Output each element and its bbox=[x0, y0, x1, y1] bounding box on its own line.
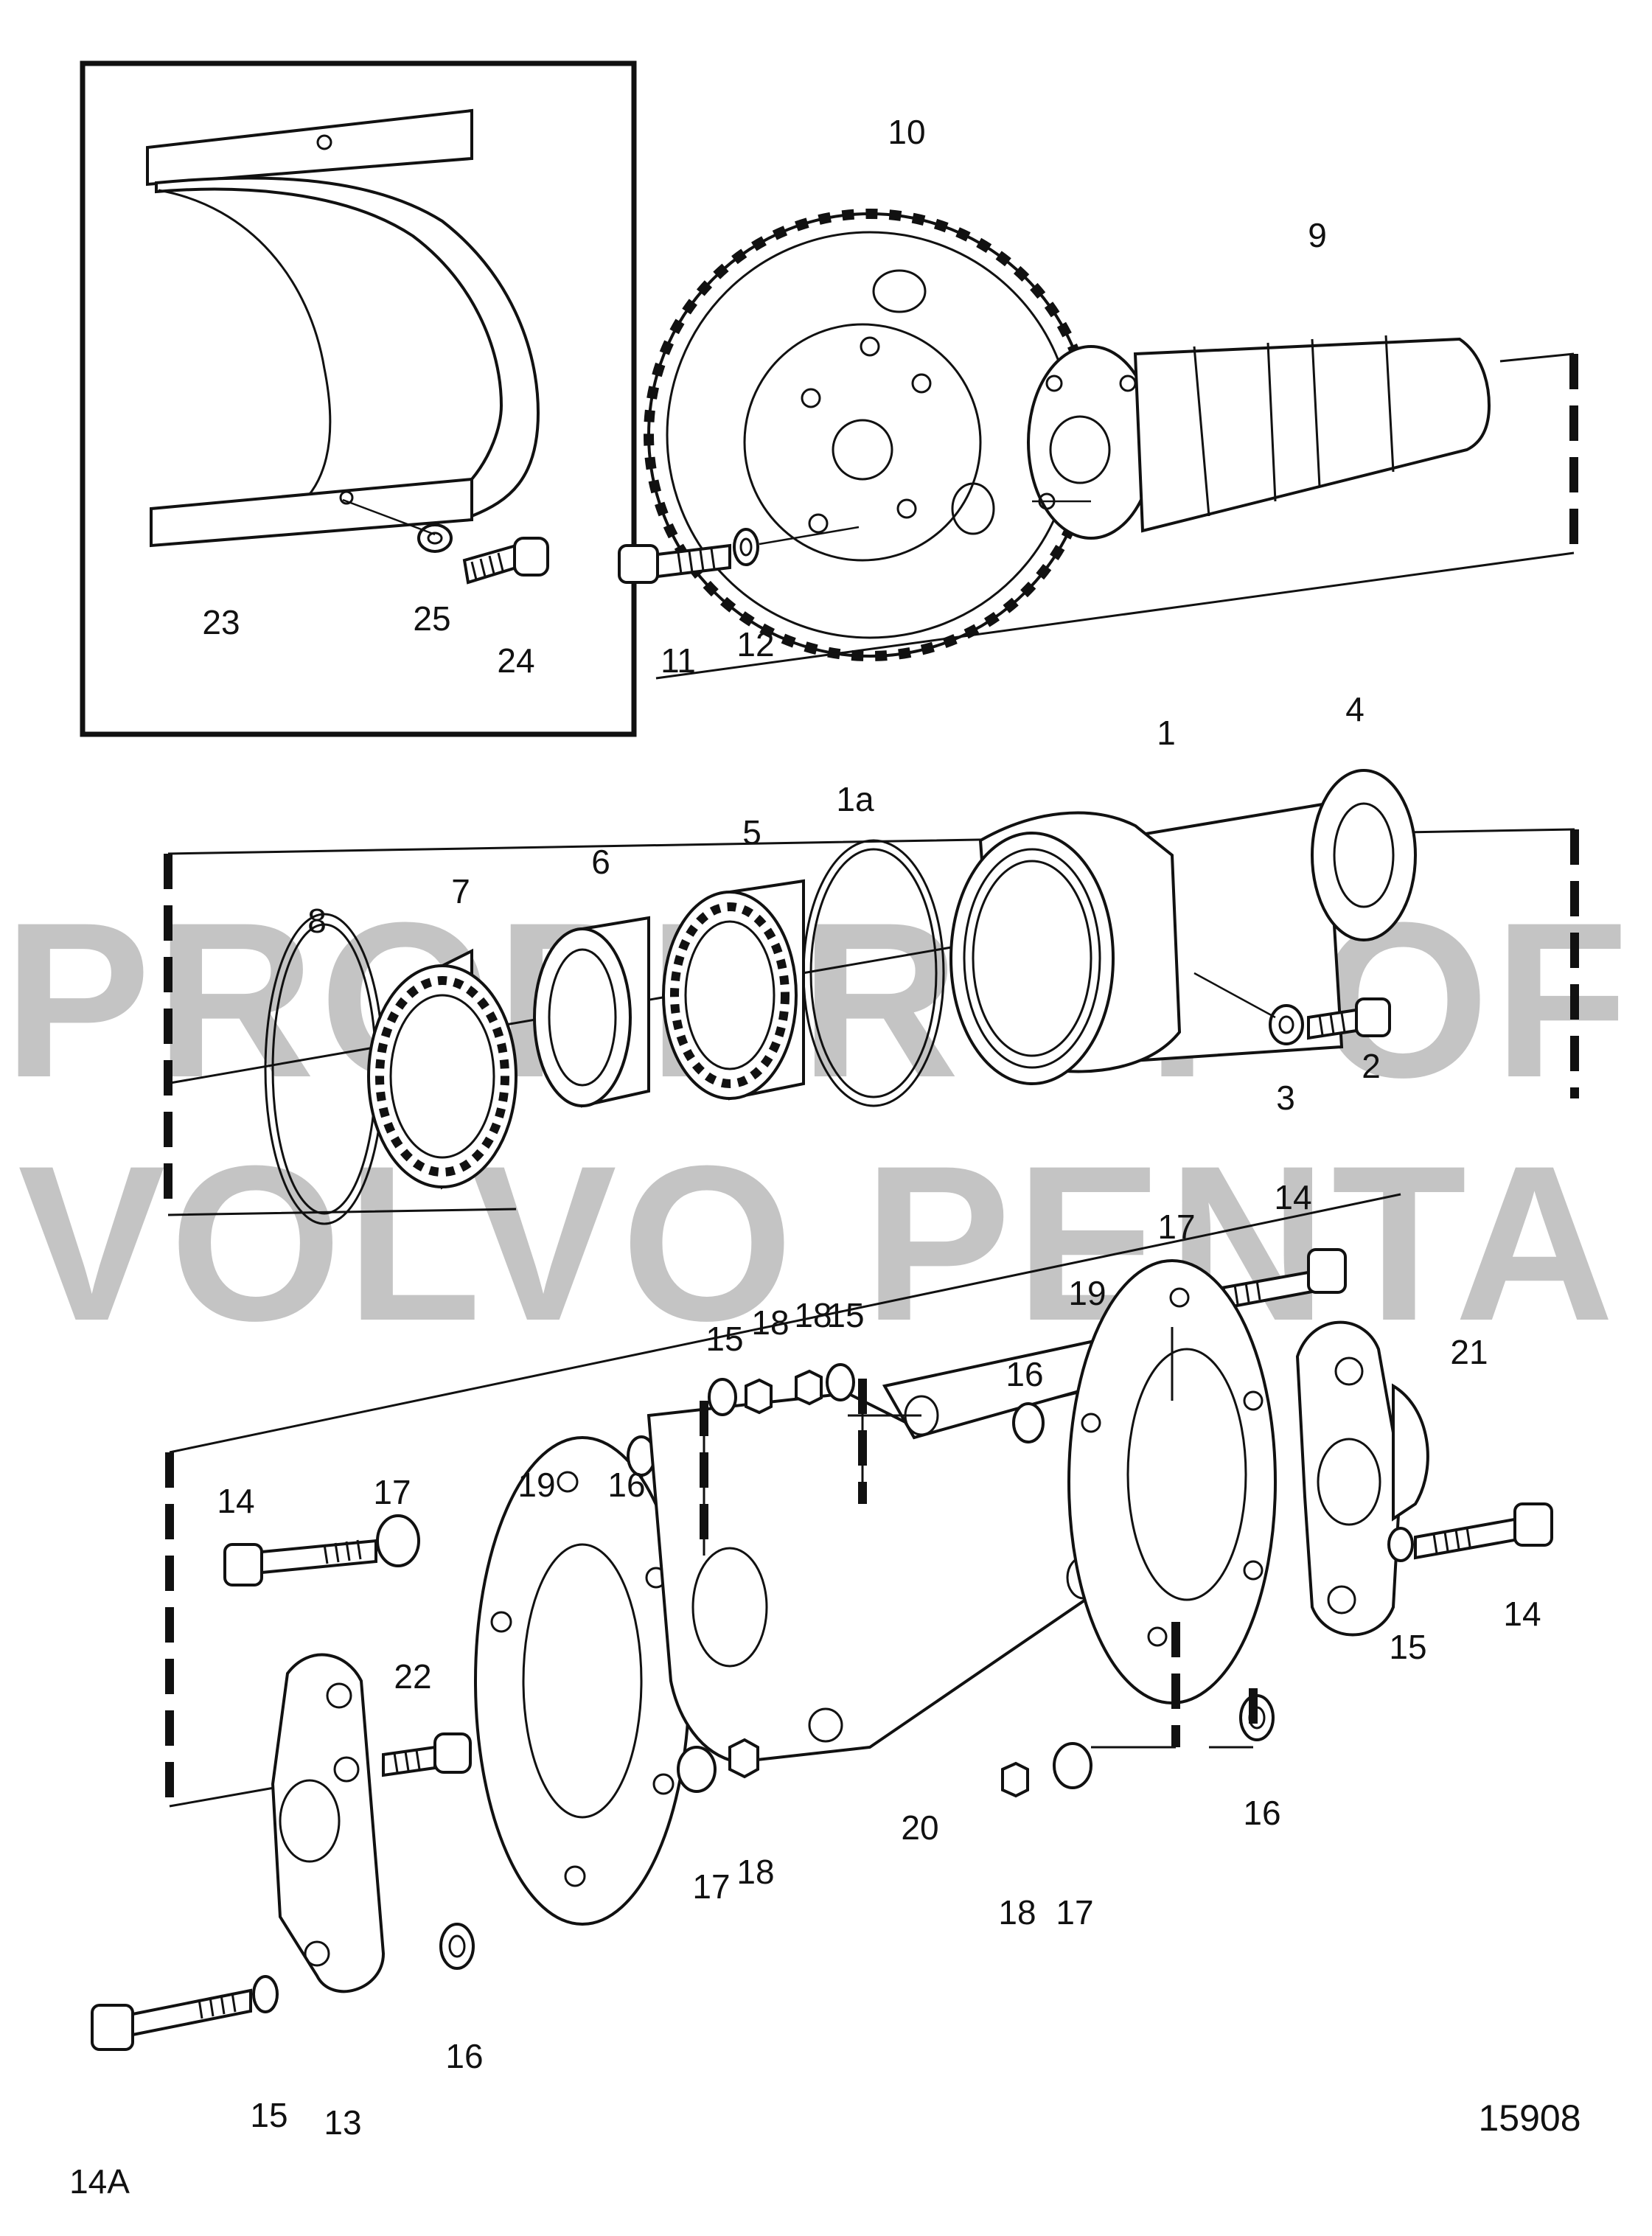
callout-15-right: 15 bbox=[1389, 1628, 1426, 1666]
o-ring-part-1a bbox=[802, 839, 945, 1107]
callout-25: 25 bbox=[413, 599, 450, 638]
callout-1: 1 bbox=[1157, 714, 1176, 752]
callout-2: 2 bbox=[1362, 1047, 1381, 1085]
sleeve-part-6 bbox=[533, 916, 650, 1108]
callout-17-top: 17 bbox=[1157, 1208, 1195, 1246]
watermark: PROPERTY OF VOLVO PENTA bbox=[4, 876, 1629, 1367]
callout-18-a: 18 bbox=[751, 1303, 789, 1342]
gear-part-10 bbox=[644, 209, 1096, 661]
callout-18-mid: 18 bbox=[736, 1853, 774, 1891]
callout-17-mid: 17 bbox=[692, 1867, 730, 1906]
callout-16-left: 16 bbox=[445, 2037, 483, 2075]
cover-plate-part-23 bbox=[146, 108, 540, 548]
bolt-part-14-right bbox=[1414, 1502, 1553, 1560]
mount-part-21 bbox=[1295, 1320, 1429, 1637]
seal-part-4 bbox=[1311, 769, 1417, 941]
washers-nuts-top-group bbox=[708, 1363, 855, 1416]
bolt-part-14-left bbox=[223, 1539, 377, 1587]
spacer-part-17-left bbox=[376, 1514, 420, 1567]
washer-part-15-right bbox=[1387, 1527, 1414, 1562]
callout-1a: 1a bbox=[836, 780, 874, 818]
callout-4: 4 bbox=[1345, 690, 1365, 728]
inset-box bbox=[80, 60, 637, 737]
callout-15-left: 15 bbox=[250, 2096, 287, 2134]
callout-16-right: 16 bbox=[1243, 1794, 1280, 1832]
figure-number: 15908 bbox=[1478, 2097, 1580, 2139]
mount-part-13 bbox=[271, 1653, 386, 1993]
callout-22: 22 bbox=[394, 1657, 431, 1696]
bolt-part-24 bbox=[462, 537, 549, 585]
callout-17-left: 17 bbox=[373, 1473, 411, 1511]
callout-7: 7 bbox=[451, 872, 470, 910]
callout-8: 8 bbox=[307, 902, 327, 940]
washer-part-15-left bbox=[252, 1975, 279, 2013]
callout-5: 5 bbox=[742, 813, 761, 851]
housing-part-1 bbox=[949, 801, 1344, 1085]
washer-part-16-right-top bbox=[1012, 1402, 1045, 1443]
camshaft-part-9 bbox=[1027, 335, 1491, 540]
spacer-part-17-right bbox=[1053, 1742, 1092, 1789]
callout-3: 3 bbox=[1276, 1079, 1295, 1117]
callout-16-mid: 16 bbox=[607, 1466, 645, 1504]
nut-part-18-right bbox=[1001, 1761, 1029, 1798]
callout-17-right: 17 bbox=[1056, 1893, 1093, 1932]
spacer-part-17-mid bbox=[677, 1746, 717, 1793]
washer-part-25 bbox=[417, 523, 453, 553]
callout-14-right: 14 bbox=[1503, 1595, 1541, 1633]
callout-6: 6 bbox=[591, 843, 610, 881]
washer-part-12 bbox=[733, 528, 759, 566]
bolt-part-14A bbox=[91, 1988, 252, 2051]
callout-12: 12 bbox=[736, 625, 774, 664]
callout-14A: 14A bbox=[69, 2162, 130, 2201]
callout-24: 24 bbox=[497, 641, 534, 680]
callout-16-top: 16 bbox=[1006, 1355, 1043, 1393]
bearing-part-5 bbox=[662, 879, 805, 1101]
callout-9: 9 bbox=[1308, 216, 1327, 254]
bolt-part-2 bbox=[1307, 997, 1391, 1040]
callout-18-right: 18 bbox=[998, 1893, 1036, 1932]
washer-part-16-left bbox=[439, 1923, 475, 1970]
callout-14-left: 14 bbox=[217, 1482, 254, 1520]
nut-part-18-mid bbox=[728, 1738, 759, 1779]
callout-19-right: 19 bbox=[1068, 1274, 1106, 1312]
bolt-part-22 bbox=[382, 1732, 472, 1777]
callout-18-b: 18 bbox=[794, 1296, 832, 1334]
bolt-part-11 bbox=[618, 543, 731, 584]
gasket-part-19-right bbox=[1067, 1259, 1277, 1704]
callouts: 10 9 23 25 24 11 12 1 4 1a 5 6 7 8 3 2 1… bbox=[69, 113, 1541, 2201]
callout-21: 21 bbox=[1450, 1333, 1488, 1371]
callout-15-a: 15 bbox=[705, 1320, 743, 1358]
callout-19-left: 19 bbox=[517, 1466, 555, 1504]
washer-part-3 bbox=[1269, 1004, 1304, 1045]
callout-15-b: 15 bbox=[826, 1296, 864, 1334]
callout-11: 11 bbox=[661, 641, 696, 680]
callout-20: 20 bbox=[901, 1808, 938, 1847]
callout-14-top: 14 bbox=[1274, 1178, 1311, 1216]
bearing-part-7 bbox=[367, 948, 517, 1190]
callout-13: 13 bbox=[324, 2103, 361, 2142]
callout-23: 23 bbox=[202, 603, 240, 641]
callout-10: 10 bbox=[888, 113, 925, 151]
